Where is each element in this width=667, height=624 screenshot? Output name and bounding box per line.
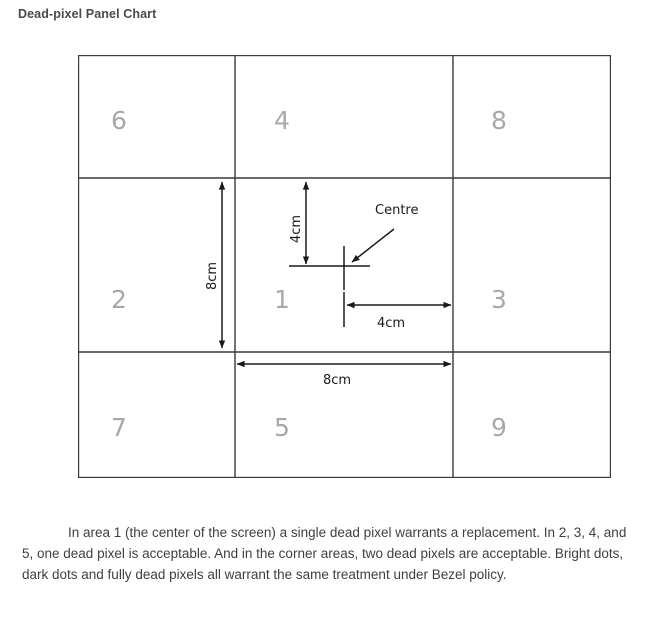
zone-number-2: 2 — [111, 285, 127, 314]
zone-number-4: 4 — [274, 106, 290, 135]
dimension-label-8cm-horizontal: 8cm — [323, 373, 352, 388]
policy-description-paragraph: In area 1 (the center of the screen) a s… — [22, 524, 627, 582]
dead-pixel-panel-chart: 6 4 8 2 1 3 7 5 9 8cm 4cm Centre 4cm 8cm — [78, 55, 611, 478]
zone-number-3: 3 — [491, 285, 507, 314]
page-title: Dead-pixel Panel Chart — [18, 7, 157, 21]
zone-number-7: 7 — [111, 413, 127, 442]
centre-leader-arrow — [351, 228, 395, 263]
zone-number-1: 1 — [274, 285, 290, 314]
zone-number-8: 8 — [491, 106, 507, 135]
zone-number-6: 6 — [111, 106, 127, 135]
dimension-horizontal-4cm — [343, 292, 452, 327]
zone-number-5: 5 — [274, 413, 290, 442]
centre-label: Centre — [375, 203, 419, 218]
panel-grid-graphic — [78, 55, 611, 478]
dimension-label-8cm-vertical: 8cm — [205, 261, 220, 290]
dimension-label-4cm-horizontal: 4cm — [377, 316, 406, 331]
zone-number-9: 9 — [491, 413, 507, 442]
centre-marker-icon — [326, 246, 370, 290]
centre-leader-line — [351, 228, 395, 263]
dimension-vertical-4cm — [289, 181, 326, 267]
dimension-label-4cm-vertical: 4cm — [289, 214, 304, 243]
